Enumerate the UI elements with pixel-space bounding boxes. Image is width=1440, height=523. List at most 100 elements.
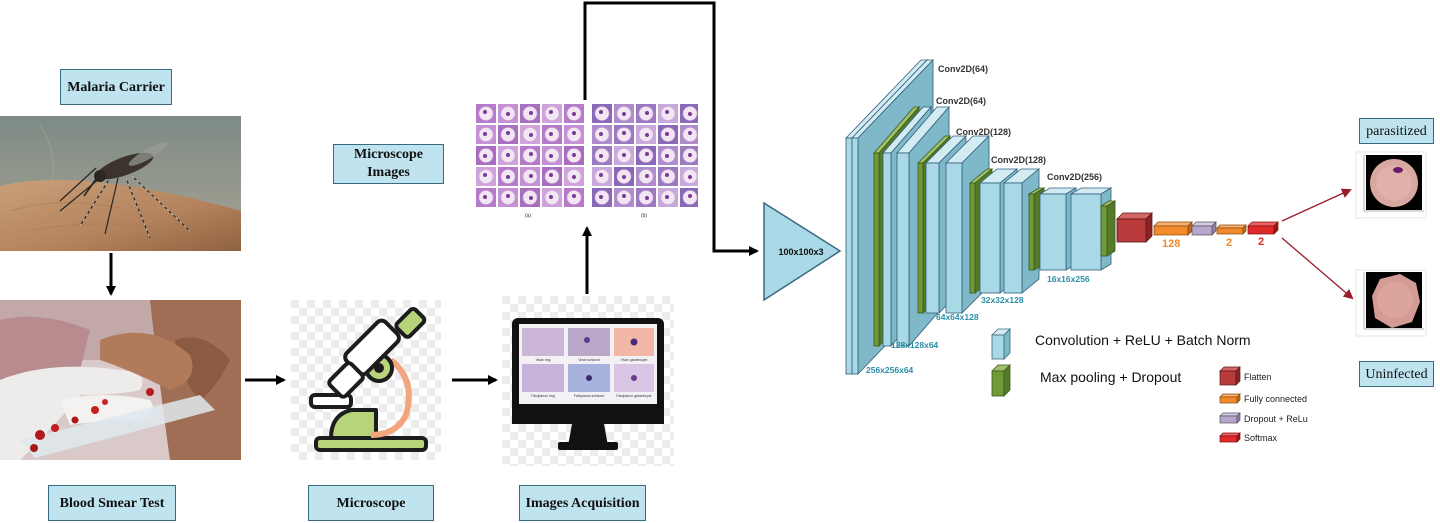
monitor-caption: Falciparum gametocyte [616,394,651,398]
conv-block [845,59,928,375]
blood-cell-thumbnail [542,167,562,186]
parasitized-label: parasitized [1359,118,1434,144]
blood-cell-thumbnail [614,146,634,165]
legend-softmax-swatch [1219,432,1241,443]
blood-smear-test-label: Blood Smear Test [48,485,176,521]
microscope-images-label: Microscope Images [333,144,444,184]
fully-connected-block [1153,221,1193,236]
layer-name: Conv2D(128) [991,155,1046,165]
grid-label-b: (b) [641,213,647,219]
legend-flatten-swatch [1219,366,1241,386]
blood-cell-thumbnail [680,167,698,186]
conv-block [882,105,932,348]
blood-cell-thumbnail [476,188,496,207]
blood-cell-thumbnail [614,167,634,186]
blood-smear-photo [0,300,241,460]
arrow-to-parasitized [1281,188,1352,222]
blood-cell-thumbnail [564,125,584,144]
mosquito-photo [0,116,241,251]
blood-cell-thumbnail [564,146,584,165]
legend-fc-swatch [1219,393,1241,404]
blood-cell-thumbnail [658,167,678,186]
blood-cell-thumbnail [520,146,540,165]
blood-cell-thumbnail [498,146,518,165]
legend: Convolution + ReLU + Batch Norm Max pool… [991,328,1308,443]
conv-block [896,105,950,348]
conv-block [1069,187,1113,271]
blood-cell-thumbnail [476,167,496,186]
cnn-blocks [845,59,1117,375]
fully-connected-block-2 [1216,224,1247,235]
dropout-relu-block [1191,221,1217,236]
microscope-images-line1: Microscope [354,147,423,162]
blood-cell-thumbnail [636,188,656,207]
conv-block [1038,187,1078,271]
layer-dims: 16x16x256 [1047,274,1090,284]
blood-cell-thumbnail [520,104,540,123]
blood-cell-thumbnail [542,104,562,123]
monitor-thumbnails [522,328,654,392]
blood-cell-thumbnail [564,104,584,123]
grid-label-a: (a) [525,213,531,219]
conv-block [1002,168,1041,294]
conv-block [851,59,934,375]
blood-cell-thumbnail [542,188,562,207]
legend-dropout-swatch [1219,412,1241,424]
blood-cell-thumbnail [614,125,634,144]
blood-cell-thumbnail [636,146,656,165]
blood-cell-thumbnail [498,104,518,123]
blood-cell-thumbnail [592,104,612,123]
legend-flatten-text: Flatten [1244,372,1272,382]
microscope-images-grid: (a) (b) [472,102,698,220]
uninfected-label: Uninfected [1359,361,1434,387]
blood-cell-thumbnail [498,167,518,186]
malaria-carrier-label: Malaria Carrier [60,69,172,105]
monitor-caption: Vivax gametocyte [621,358,648,362]
legend-softmax-text: Softmax [1244,433,1278,443]
parasitized-cell-image [1355,151,1427,219]
blood-cell-thumbnail [680,188,698,207]
pool-block [968,168,994,294]
pool-block [917,135,951,314]
microscope-images-line2: Images [367,165,410,180]
legend-fc-text: Fully connected [1244,394,1307,404]
microscope-illustration [291,300,441,460]
layer-dims: 256x256x64 [866,365,914,375]
blood-cell-thumbnail [592,167,612,186]
layer-dims: 32x32x128 [981,295,1024,305]
blood-cell-thumbnail [614,188,634,207]
blood-cell-thumbnail [542,146,562,165]
blood-cell-thumbnail [592,146,612,165]
pool-block [1027,187,1046,271]
layer-dims: 128x128x64 [891,340,939,350]
blood-cell-thumbnail [592,125,612,144]
blood-cell-thumbnail [476,146,496,165]
legend-dropout-text: Dropout + ReLu [1244,414,1308,424]
pool-block [1099,200,1117,257]
input-shape-label: 100x100x3 [778,247,823,257]
blood-cell-thumbnail [658,188,678,207]
microscope-label: Microscope [308,485,434,521]
monitor-caption: Vivax schizont [578,358,600,362]
blood-cell-thumbnail [476,104,496,123]
legend-pool-text: Max pooling + Dropout [1040,369,1181,385]
dense-units-label: 128 [1162,238,1180,250]
blood-cell-thumbnail [592,188,612,207]
flatten-block [1116,212,1153,243]
pool-block [873,105,920,348]
legend-pool-swatch [991,364,1011,397]
monitor-caption: Falciparum schizont [574,394,604,398]
blood-cell-thumbnail [636,104,656,123]
monitor-caption: Vivax ring [536,358,551,362]
blood-cell-thumbnail [520,125,540,144]
arrow-to-uninfected [1281,237,1354,300]
blood-cell-thumbnail [680,125,698,144]
blood-cell-thumbnail [498,188,518,207]
uninfected-cell-image [1355,269,1427,337]
blood-cell-thumbnail [520,188,540,207]
dense-units-label: 2 [1226,237,1232,249]
blood-cell-thumbnail [542,125,562,144]
blood-cell-thumbnail [564,167,584,186]
dense-units-label: 2 [1258,236,1264,248]
